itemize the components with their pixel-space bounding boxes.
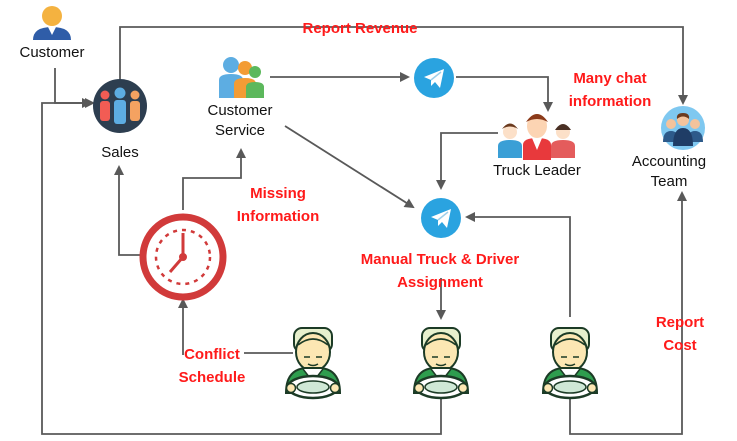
report-cost-connector — [569, 191, 687, 435]
truck-driver-icon — [541, 326, 599, 400]
truck-driver-icon — [284, 326, 342, 400]
manual-assignment-annotation-line2: Assignment — [397, 274, 483, 291]
telegram-to-truck-leader-connector — [456, 76, 553, 112]
many-chat-annotation-line2: information — [569, 93, 652, 110]
customer-service-label-line2: Service — [215, 122, 265, 139]
driver-to-assignment-connector — [465, 212, 571, 317]
manual-assignment-annotation-line1: Manual Truck & Driver — [361, 251, 520, 268]
clock-to-service-connector — [182, 148, 246, 210]
conflict-schedule-annotation-line2: Schedule — [179, 369, 246, 386]
sales-label: Sales — [101, 144, 139, 161]
accounting-team-icon — [661, 106, 705, 150]
telegram-icon — [420, 197, 462, 239]
sales-team-icon — [93, 79, 147, 133]
many-chat-annotation-line1: Many chat — [573, 70, 646, 87]
accounting-label-line2: Team — [651, 173, 688, 190]
customer-service-label-line1: Customer — [207, 102, 272, 119]
clock-to-sales-connector — [114, 165, 144, 256]
report-revenue-annotation: Report Revenue — [302, 20, 417, 37]
report-revenue-connector — [119, 26, 688, 105]
customer-label: Customer — [19, 44, 84, 61]
clock-icon — [139, 213, 227, 301]
customer-to-sales-connector — [54, 68, 95, 108]
driver-loop-to-sales-connector — [41, 98, 442, 435]
accounting-label-line1: Accounting — [632, 153, 706, 170]
truck-leader-to-assignment-connector — [436, 132, 498, 190]
service-to-assignment-connector — [284, 125, 415, 209]
truck-driver-icon — [412, 326, 470, 400]
missing-info-annotation-line1: Missing — [250, 185, 306, 202]
missing-info-annotation-line2: Information — [237, 208, 320, 225]
truck-leader-group-icon — [498, 114, 575, 160]
customer-person-icon — [33, 6, 71, 40]
truck-leader-label: Truck Leader — [493, 162, 581, 179]
customer-service-people-icon — [219, 57, 264, 98]
conflict-schedule-annotation-line1: Conflict — [184, 346, 240, 363]
telegram-icon — [413, 57, 455, 99]
report-cost-annotation-line2: Cost — [663, 337, 696, 354]
report-cost-annotation-line1: Report — [656, 314, 704, 331]
